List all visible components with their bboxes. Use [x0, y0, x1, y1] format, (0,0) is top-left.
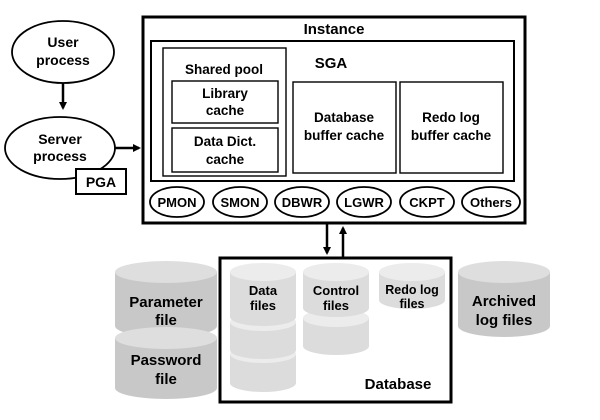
process-ckpt: CKPT [399, 186, 455, 218]
redo-log-files-line-1: Redo log [385, 283, 438, 297]
archived-log-files-line-2: log files [476, 312, 533, 329]
archived-log-files-cylinder: Archived log files [458, 261, 550, 337]
data-files-line-2: files [250, 298, 276, 313]
redo-log-buffer-cache-line-2: buffer cache [411, 128, 492, 143]
process-dbwr-label: DBWR [282, 195, 323, 210]
data-files-line-1: Data [249, 283, 278, 298]
data-dict-cache-line-2: cache [206, 152, 245, 167]
process-dbwr: DBWR [274, 186, 330, 218]
process-lgwr: LGWR [336, 186, 392, 218]
data-dict-cache-box: Data Dict. cache [171, 127, 279, 173]
server-process-line-2: process [33, 148, 87, 164]
server-process-line-1: Server [38, 131, 82, 147]
library-cache-line-2: cache [206, 103, 245, 118]
process-lgwr-label: LGWR [344, 195, 384, 210]
database-buffer-cache-line-2: buffer cache [304, 128, 385, 143]
user-process: User process [11, 20, 115, 84]
data-files-cylinder-1 [230, 263, 296, 310]
instance-title: Instance [304, 21, 365, 38]
redo-log-files-cylinder: Redo log files [379, 263, 445, 311]
user-process-line-1: User [47, 34, 79, 50]
process-smon: SMON [212, 186, 268, 218]
control-files-cylinder-1 [303, 263, 369, 317]
control-files-line-2: files [323, 298, 349, 313]
process-pmon: PMON [149, 186, 205, 218]
process-ckpt-label: CKPT [409, 195, 444, 210]
process-smon-label: SMON [221, 195, 260, 210]
sga-title: SGA [315, 55, 348, 72]
parameter-file-line-2: file [155, 312, 177, 329]
data-files-cylinders: Data files [230, 263, 296, 392]
database-buffer-cache-box: Database buffer cache [292, 81, 397, 174]
control-files-cylinders: Control files [303, 263, 369, 355]
library-cache-line-1: Library [202, 86, 248, 101]
data-dict-cache-line-1: Data Dict. [194, 134, 256, 149]
redo-log-buffer-cache-box: Redo log buffer cache [399, 81, 504, 174]
redo-log-buffer-cache-line-1: Redo log [422, 110, 480, 125]
pga-box: PGA [75, 168, 127, 195]
archived-log-files-line-1: Archived [472, 293, 536, 310]
database-title: Database [365, 376, 432, 393]
server-process: Server process [4, 116, 116, 180]
password-file-line-1: Password [131, 352, 202, 369]
parameter-file-line-1: Parameter [129, 294, 203, 311]
password-file-line-2: file [155, 371, 177, 388]
process-pmon-label: PMON [158, 195, 197, 210]
process-others-label: Others [470, 195, 512, 210]
library-cache-box: Library cache [171, 80, 279, 124]
redo-log-files-line-2: files [399, 297, 424, 311]
background-processes: PMON SMON DBWR LGWR CKPT Others [149, 186, 521, 218]
password-file-cylinder: Password file [115, 327, 217, 399]
process-others: Others [461, 186, 521, 218]
control-files-line-1: Control [313, 283, 359, 298]
pga-label: PGA [86, 174, 116, 190]
parameter-file-cylinder: Parameter file [115, 261, 217, 337]
user-process-line-2: process [36, 52, 90, 68]
shared-pool-title: Shared pool [185, 62, 263, 77]
database-buffer-cache-line-1: Database [314, 110, 375, 125]
